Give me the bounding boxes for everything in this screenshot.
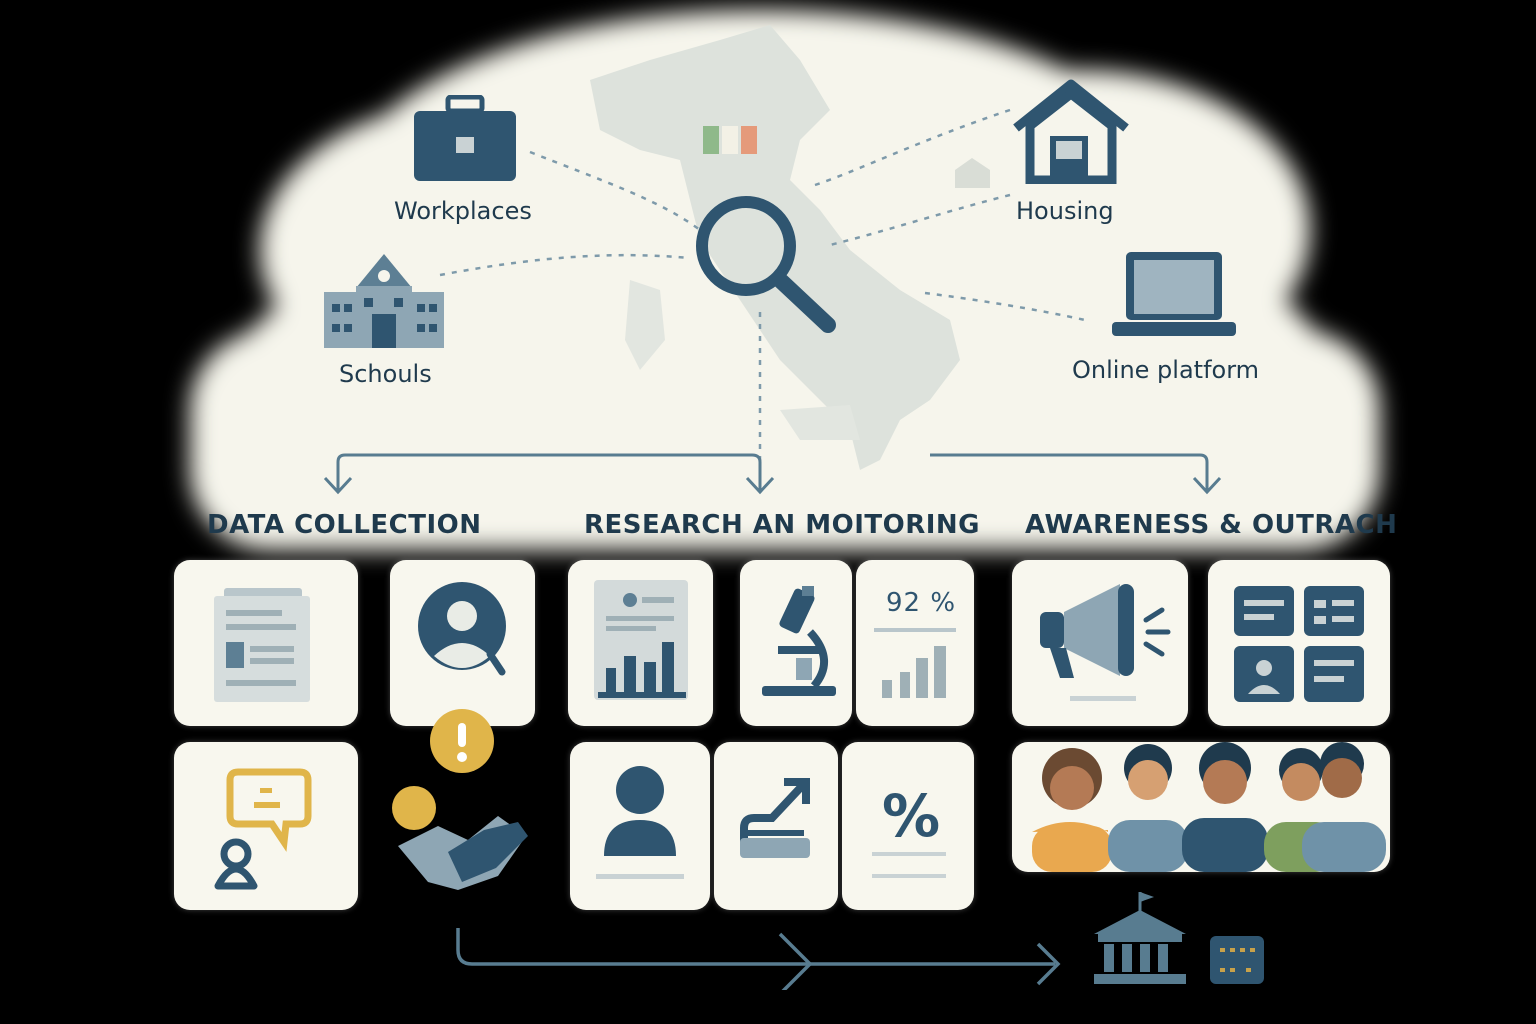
card-person	[570, 742, 710, 910]
speech-bubble-person-icon	[214, 768, 312, 890]
card-profile-search	[390, 560, 535, 726]
card-microscope	[740, 560, 852, 726]
school-icon	[324, 254, 444, 348]
small-house-icon	[955, 158, 990, 188]
card-percentage: %	[842, 742, 974, 910]
megaphone-icon	[1040, 584, 1171, 701]
heading-awareness-outreach: AWARENESS & OUTRACH	[1025, 510, 1398, 540]
card-dashboard	[1208, 560, 1390, 726]
card-megaphone	[1012, 560, 1188, 726]
flow-arrow	[456, 928, 1061, 990]
briefcase-icon	[414, 95, 516, 181]
heading-data-collection: DATA COLLECTION	[207, 510, 482, 540]
label-housing: Housing	[1016, 197, 1114, 225]
card-growth	[714, 742, 838, 910]
user-search-icon	[418, 582, 506, 676]
card-documents	[174, 560, 358, 726]
laptop-icon	[1112, 252, 1236, 336]
person-icon	[596, 766, 684, 879]
documents-icon	[214, 588, 310, 702]
label-online-platform: Online platform	[1072, 356, 1260, 384]
house-icon	[1013, 79, 1129, 184]
stat-92-percent: 92 %	[886, 588, 957, 618]
percent-symbol: %	[882, 782, 942, 850]
label-schools: Schouls	[339, 360, 432, 388]
handshake-coin-icon	[392, 786, 528, 890]
divider-lines	[872, 852, 946, 878]
growth-arrow-icon	[740, 778, 810, 858]
search-magnifier-icon	[696, 196, 836, 333]
government-building-icon	[1094, 892, 1186, 984]
dashboard-grid-icon	[1234, 586, 1364, 702]
card-report-chart	[568, 560, 713, 726]
alert-icon	[430, 709, 494, 773]
microscope-icon	[762, 586, 836, 696]
card-percent-stat: 92 %	[856, 560, 974, 726]
label-workplaces: Workplaces	[394, 197, 532, 225]
bar-chart-icon	[874, 628, 956, 698]
people-group-icon	[1032, 742, 1386, 872]
heading-research-monitoring: RESEARCH AN MOITORING	[584, 510, 981, 540]
card-feedback	[174, 742, 358, 910]
data-chip-icon	[1210, 936, 1264, 984]
card-community	[1012, 742, 1390, 872]
italy-map	[590, 25, 960, 470]
report-chart-icon	[594, 580, 688, 700]
